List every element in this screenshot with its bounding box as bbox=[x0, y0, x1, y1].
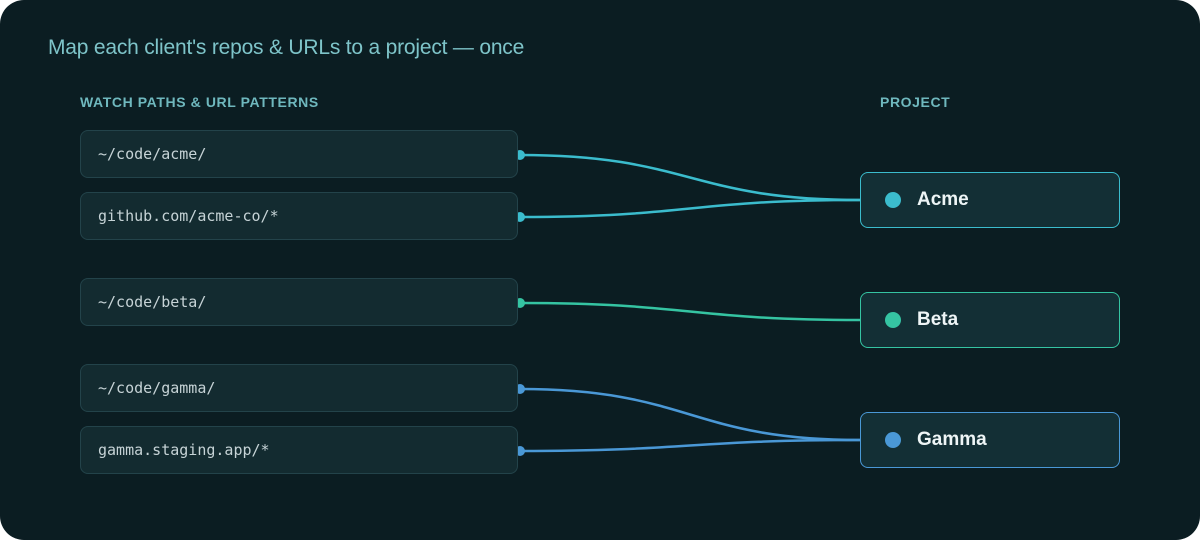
link-acme-url bbox=[519, 198, 861, 219]
project-beta[interactable]: Beta bbox=[860, 292, 1120, 348]
project-acme[interactable]: Acme bbox=[860, 172, 1120, 228]
projects-column-header: PROJECT bbox=[880, 94, 951, 110]
source-beta-path[interactable]: ~/code/beta/ bbox=[80, 278, 518, 326]
link-gamma-path bbox=[519, 387, 861, 442]
source-gamma-path[interactable]: ~/code/gamma/ bbox=[80, 364, 518, 412]
project-color-dot bbox=[885, 432, 901, 448]
project-color-dot bbox=[885, 192, 901, 208]
link-gamma-url bbox=[519, 438, 861, 453]
diagram-title: Map each client's repos & URLs to a proj… bbox=[48, 36, 525, 59]
project-color-dot bbox=[885, 312, 901, 328]
project-label: Acme bbox=[917, 189, 969, 210]
source-acme-url[interactable]: github.com/acme-co/* bbox=[80, 192, 518, 240]
project-label: Beta bbox=[917, 309, 959, 330]
source-acme-path[interactable]: ~/code/acme/ bbox=[80, 130, 518, 178]
sources-column-header: WATCH PATHS & URL PATTERNS bbox=[80, 94, 319, 110]
source-gamma-url[interactable]: gamma.staging.app/* bbox=[80, 426, 518, 474]
link-beta-path bbox=[519, 301, 861, 322]
project-gamma[interactable]: Gamma bbox=[860, 412, 1120, 468]
link-acme-path bbox=[519, 153, 861, 202]
project-label: Gamma bbox=[917, 429, 987, 450]
